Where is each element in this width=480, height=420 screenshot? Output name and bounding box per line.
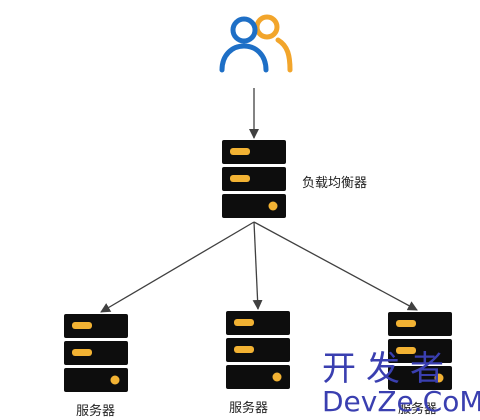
watermark-chinese: 开发者 <box>322 349 454 389</box>
server-3-label: 服务器 <box>398 402 438 417</box>
server-2-label: 服务器 <box>229 401 269 416</box>
server-1-icon <box>64 314 128 392</box>
edge-load-balancer-to-server-3 <box>253 221 418 311</box>
edge-load-balancer-to-server-1 <box>100 221 255 313</box>
server-1-label: 服务器 <box>76 404 116 419</box>
user-back-icon <box>254 14 293 73</box>
load-balancer-server-icon <box>222 140 286 218</box>
edge-load-balancer-to-server-2 <box>252 221 263 310</box>
user-front-icon <box>219 16 269 73</box>
watermark-latin: DevZe.CoM <box>322 385 480 418</box>
server-2-icon <box>226 311 290 389</box>
load-balancer-label: 负载均衡器 <box>302 176 368 191</box>
users-icon <box>219 14 293 73</box>
